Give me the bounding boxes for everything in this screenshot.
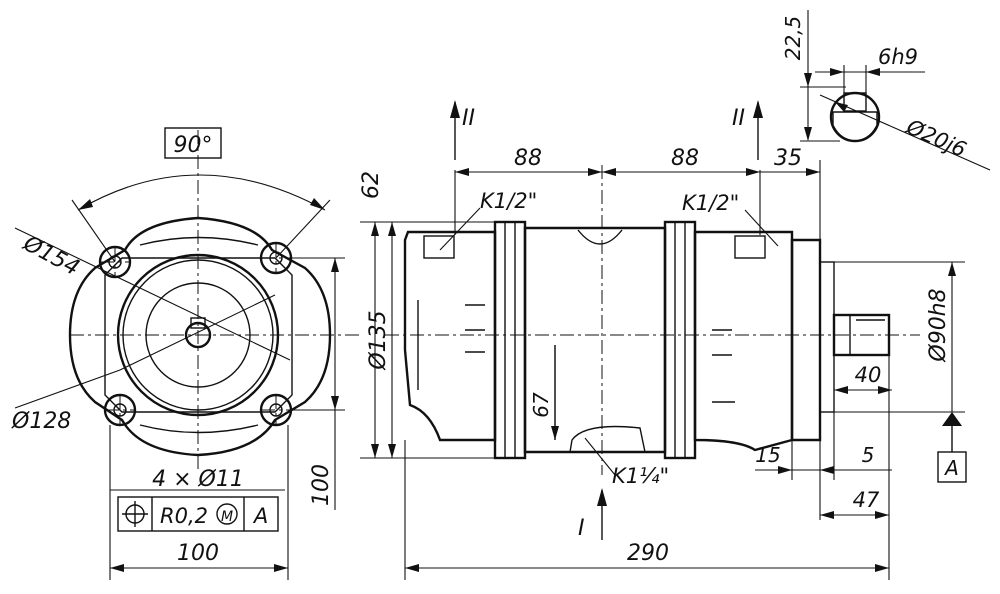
port-bottom-section: [569, 425, 646, 453]
datum-triangle: [942, 412, 962, 426]
len-35-label: 35: [774, 146, 802, 171]
side-view: 88 88 35 62 Ø135 67 K1/2" K1/2" K1¼" II …: [359, 100, 967, 580]
len-47-label: 47: [853, 488, 880, 512]
port-left-label: K1/2": [480, 189, 537, 213]
output-shaft: [832, 313, 891, 357]
shaft-end-circle: [184, 321, 212, 349]
section-bottom: I: [578, 516, 585, 541]
shaft-section-hatch: [832, 111, 878, 142]
datum-box: [937, 451, 967, 483]
dia-20j6-label: Ø20j6: [902, 114, 970, 162]
body-circle-outer: [116, 253, 280, 417]
datum-label: A: [943, 456, 959, 480]
section-top-left: II: [462, 106, 475, 131]
tolerance-value: R0,2: [160, 504, 208, 528]
angle-arc: [77, 174, 326, 211]
key-section: 22,5 6h9 Ø20j6: [781, 10, 991, 171]
angle-label: 90°: [174, 133, 213, 158]
len-40-label: 40: [855, 363, 882, 387]
len-22-5-label: 22,5: [781, 16, 805, 61]
len-67-label: 67: [529, 392, 553, 418]
dia-90h8-label: Ø90h8: [926, 288, 951, 362]
holes-label: 4 × Ø11: [152, 467, 244, 492]
right-band: [663, 220, 697, 460]
width-100-label: 100: [177, 541, 219, 566]
bolt-hole-top-left: [98, 245, 132, 279]
port-bottom-label: K1¼": [612, 464, 669, 488]
inner-arc-bottom: [139, 424, 259, 434]
tolerance-frame: R0,2 M A: [117, 496, 279, 532]
front-view: 90° Ø154 Ø128 100 4 × Ø11 R0,2 M A: [11, 127, 360, 580]
shaft-key: [190, 317, 206, 329]
mount-flange: [790, 238, 822, 442]
port-right-section: [734, 235, 766, 259]
len-290-label: 290: [627, 541, 669, 566]
right-end-housing: [693, 230, 794, 452]
dia-154-label: Ø154: [18, 231, 83, 281]
port-left-section: [423, 235, 455, 259]
height-100-label: 100: [309, 464, 334, 506]
flange-outline: [68, 216, 332, 457]
pilot: [819, 261, 835, 413]
angle-box: [164, 127, 222, 159]
left-end-cap: [403, 230, 497, 442]
len-88-right-label: 88: [671, 146, 699, 171]
body-circle-mid: [122, 259, 274, 411]
inner-arc-top: [139, 236, 259, 246]
left-band: [493, 220, 527, 460]
bolt-hole-bottom-left: [103, 393, 137, 427]
len-88-left-label: 88: [514, 146, 542, 171]
key-slot: [843, 92, 867, 112]
body-circle-inner: [145, 282, 251, 388]
len-5-label: 5: [862, 443, 875, 467]
tolerance-datum: A: [252, 504, 268, 528]
len-62-label: 62: [359, 171, 384, 199]
dia-135-label: Ø135: [366, 310, 391, 370]
top-recess: [577, 229, 623, 245]
dia-128-label: Ø128: [11, 409, 71, 434]
len-15-label: 15: [755, 443, 780, 467]
square-pilot: [104, 257, 293, 413]
section-top-right: II: [732, 106, 745, 131]
bolt-hole-bottom-right: [259, 393, 293, 427]
key-6h9-label: 6h9: [878, 45, 918, 69]
port-right-label: K1/2": [682, 191, 739, 215]
tolerance-modifier: M: [221, 509, 233, 525]
